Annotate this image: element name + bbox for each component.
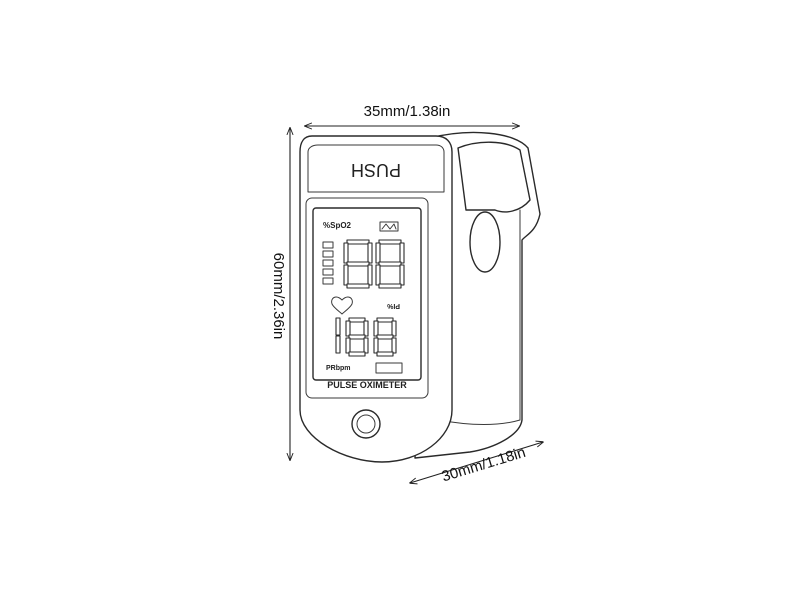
pr-unit-label: PRbpm	[326, 365, 351, 372]
depth-arrow	[410, 442, 543, 483]
width-label: 35mm/1.38in	[364, 103, 451, 120]
battery-icon	[379, 221, 399, 232]
bar-segment	[322, 259, 334, 267]
bar-graph	[322, 241, 334, 285]
spo2-label: %SpO2	[323, 221, 352, 230]
bar-segment	[322, 277, 334, 285]
power-button-inner	[356, 414, 376, 434]
width-dimension: 35mm/1.38in	[305, 103, 519, 126]
screen	[312, 207, 422, 381]
hinge-clip	[457, 141, 531, 213]
pr-digits	[335, 317, 397, 357]
height-label: 60mm/2.36in	[270, 253, 287, 340]
bar-segment	[322, 241, 334, 249]
heart-icon	[331, 296, 353, 315]
power-button[interactable]	[351, 409, 381, 439]
screen-bezel	[305, 197, 429, 399]
push-label: PUSH	[351, 160, 401, 180]
bar-segment	[322, 250, 334, 258]
seven-segment-digit	[345, 317, 369, 357]
seven-segment-digit	[373, 317, 397, 357]
push-button-panel[interactable]	[307, 144, 445, 193]
oximeter-device: PUSH %SpO2	[299, 131, 541, 463]
height-dimension: 60mm/2.36in	[270, 128, 290, 460]
seven-segment-digit	[335, 317, 341, 354]
spo2-digits	[343, 239, 405, 289]
seven-segment-digit	[343, 239, 373, 289]
side-grip	[469, 211, 501, 273]
model-label: PULSE OXIMETER	[327, 380, 407, 390]
seven-segment-digit	[375, 239, 405, 289]
bar-segment	[322, 268, 334, 276]
pi-label: PI%	[386, 302, 400, 309]
pulse-wave-indicator	[375, 362, 403, 374]
